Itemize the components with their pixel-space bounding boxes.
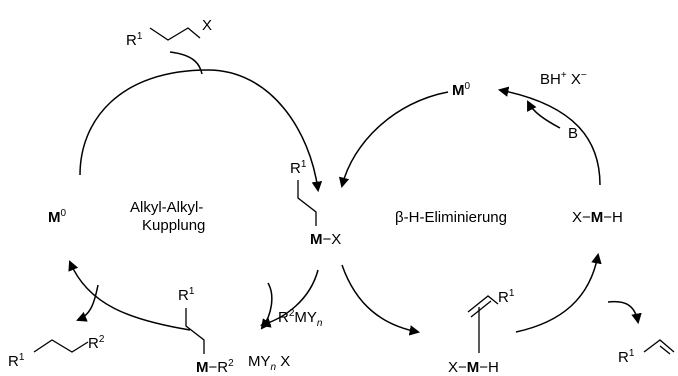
- alkene-release-arrow: [607, 300, 642, 325]
- m-x-r1: R1: [290, 159, 307, 177]
- alkene-product-bonds: [643, 339, 675, 353]
- m0-top: M0: [452, 81, 471, 99]
- m-r2-complex: M−R2: [196, 358, 234, 376]
- m-x-chain: [297, 180, 317, 226]
- product-chain: [33, 339, 89, 353]
- mynx: MYn X: [248, 353, 290, 373]
- right-cycle-label: β-H-Eliminierung: [395, 209, 507, 226]
- left-cycle-label-line2: Kupplung: [142, 217, 205, 234]
- left-cycle-bottom-left-arc: [68, 260, 191, 331]
- right-cycle-bottom-left-arc: [341, 264, 421, 336]
- substrate-x: X: [202, 17, 212, 34]
- alkene-complex-metal: X−M−H: [448, 359, 499, 376]
- right-cycle-top-arc: [338, 91, 449, 189]
- alkene-product-r1: R1: [618, 348, 635, 366]
- transmetalation-arrow: [260, 282, 273, 330]
- substrate-entry-arrow: [169, 51, 203, 75]
- x-m-h-right: X−M−H: [572, 209, 623, 226]
- right-cycle-bottom-right-arc: [515, 252, 602, 333]
- m-r2-chain: [185, 308, 205, 354]
- base: B: [568, 125, 578, 142]
- substrate-r1: R1: [126, 31, 143, 49]
- alkene-complex-r1: R1: [498, 288, 515, 306]
- m-r2-r1: R1: [178, 286, 195, 304]
- product-r2: R2: [88, 334, 105, 352]
- left-cycle-label-line1: Alkyl-Alkyl-: [130, 199, 203, 216]
- substrate-chain: [149, 27, 201, 41]
- right-cycle-top-right-arc: [497, 86, 601, 186]
- left-cycle-top-arc: [79, 69, 323, 193]
- product-release-arrow: [76, 284, 99, 322]
- m-x-complex: M−X: [310, 231, 341, 248]
- m0-left: M0: [48, 208, 67, 226]
- alkene-complex-double-bond: [470, 300, 492, 318]
- base-salt: BH+ X−: [540, 70, 587, 88]
- alkene-product-double-bond: [659, 345, 671, 355]
- r2myn: R2MYn: [278, 308, 323, 329]
- alkene-complex-bonds: [467, 295, 499, 313]
- base-regeneration-arrow: [527, 100, 561, 129]
- product-r1: R1: [8, 352, 25, 370]
